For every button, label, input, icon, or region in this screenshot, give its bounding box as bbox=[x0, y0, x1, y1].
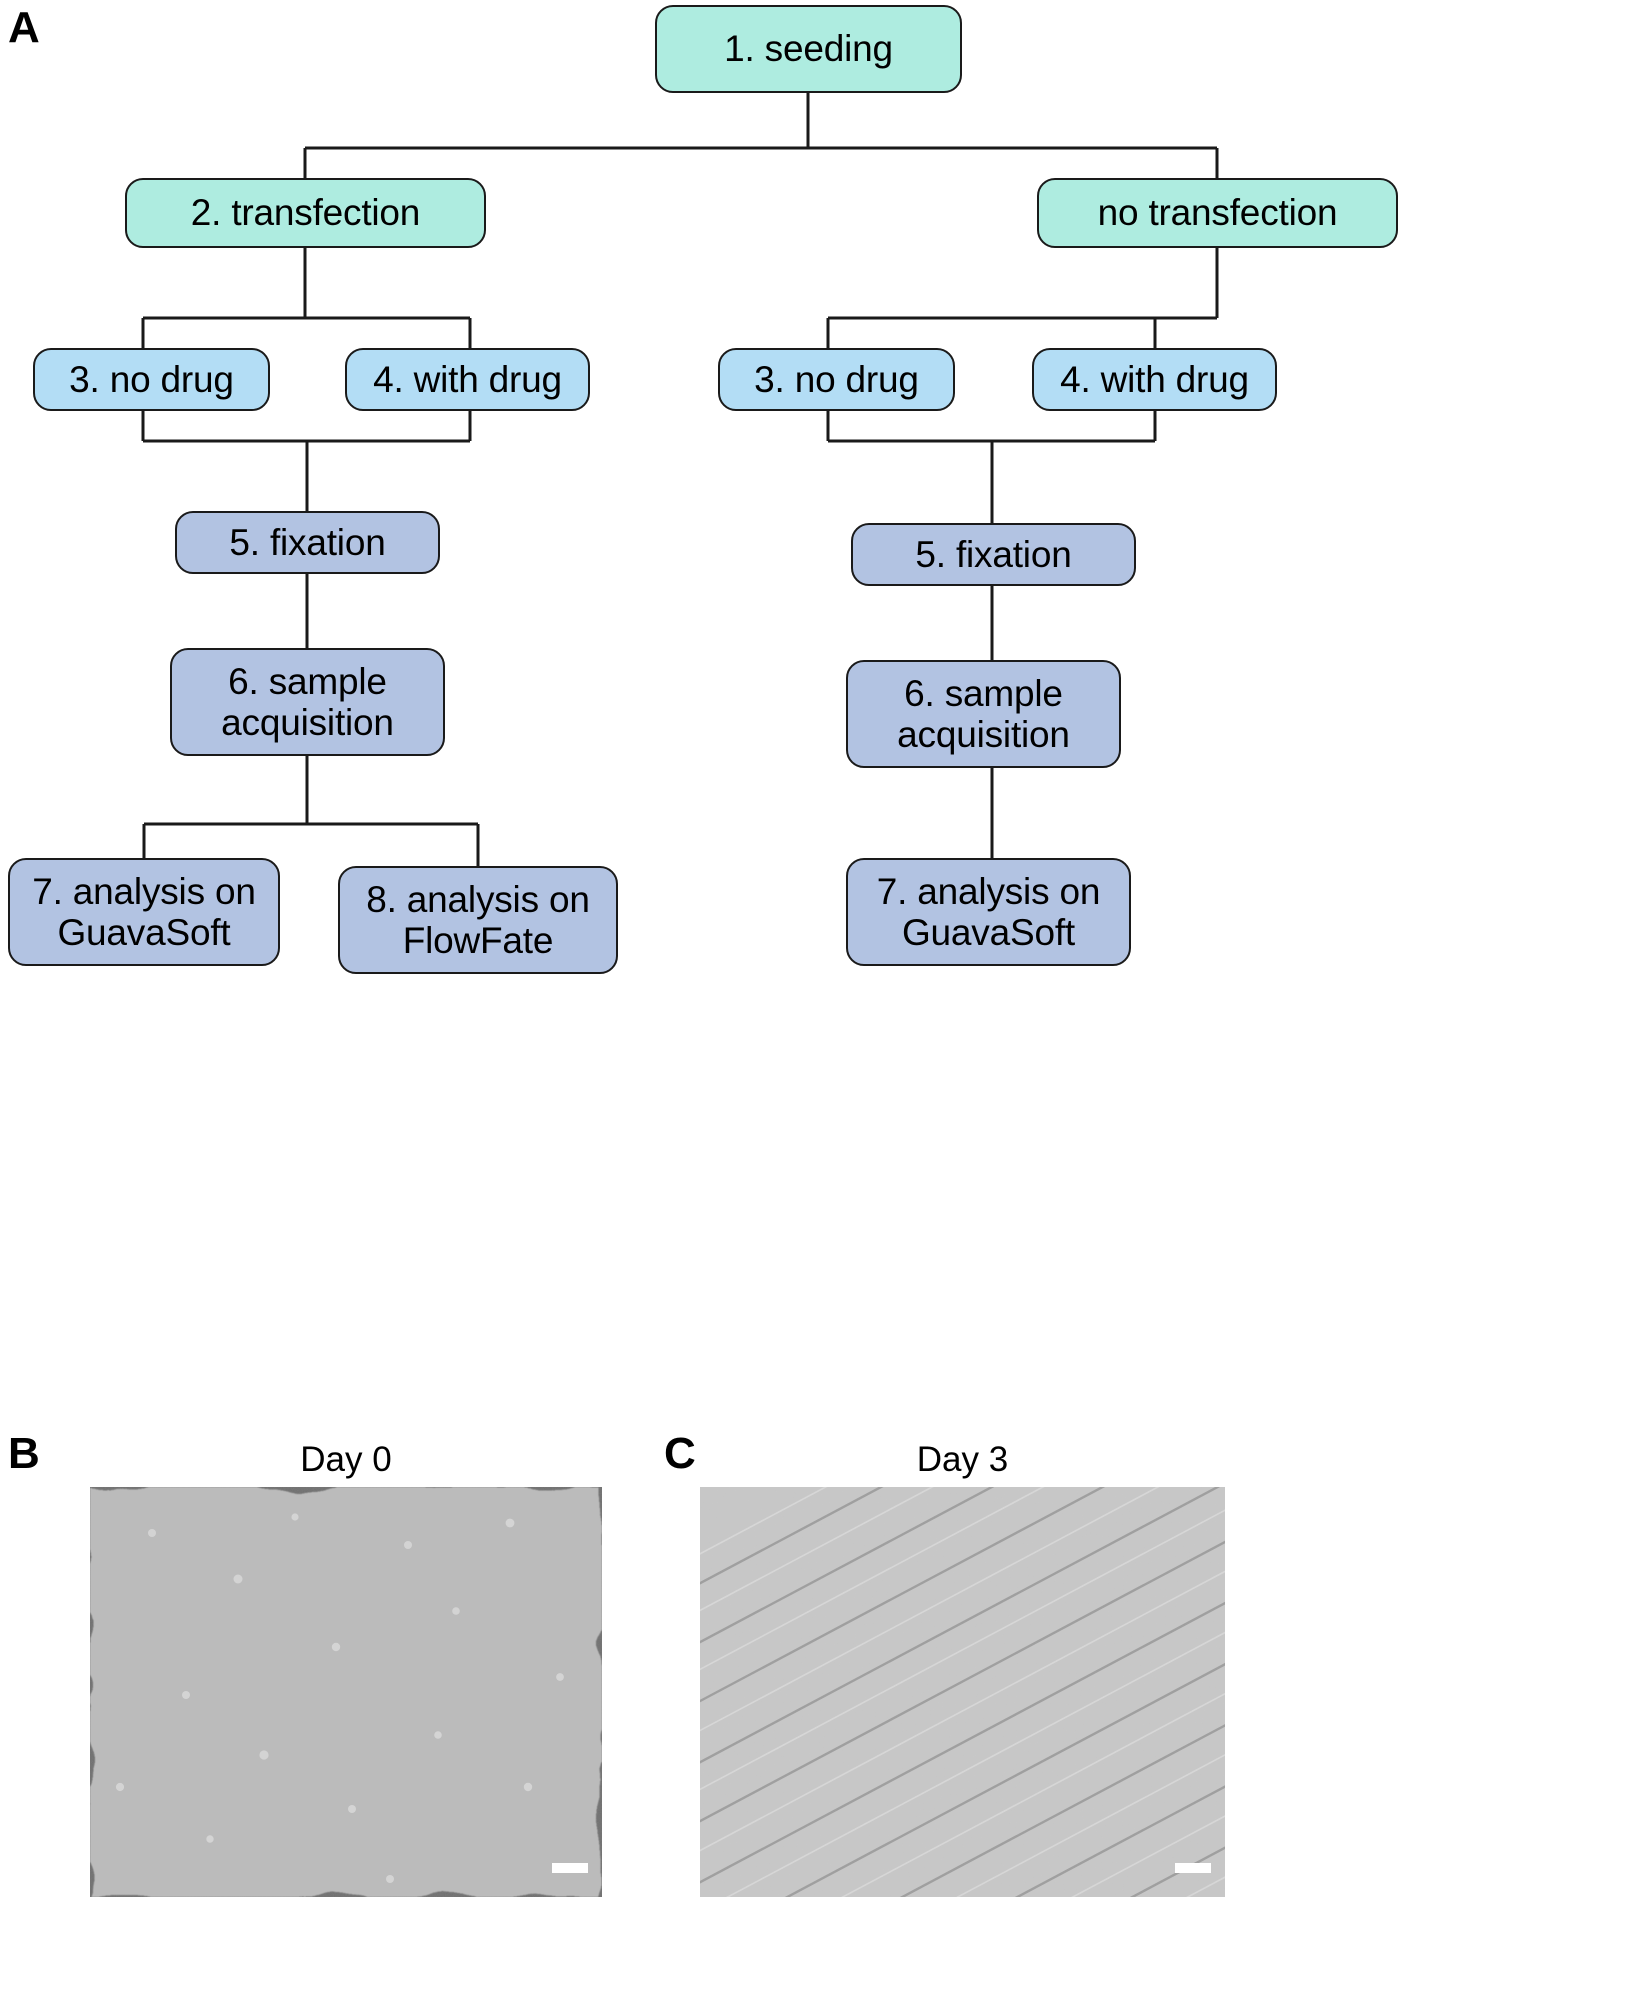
node-seeding[interactable]: 1. seeding bbox=[655, 5, 962, 93]
micrograph-c-image bbox=[700, 1487, 1225, 1897]
node-no-transfection[interactable]: no transfection bbox=[1037, 178, 1398, 248]
node-left-flowfate[interactable]: 8. analysis on FlowFate bbox=[338, 866, 618, 974]
panel-letter-a: A bbox=[8, 3, 40, 52]
node-transfection[interactable]: 2. transfection bbox=[125, 178, 486, 248]
panel-letter-c: C bbox=[664, 1429, 696, 1478]
node-left-no-drug[interactable]: 3. no drug bbox=[33, 348, 270, 411]
micrograph-c-title: Day 3 bbox=[916, 1440, 1009, 1479]
scale-bar-c bbox=[1175, 1863, 1211, 1873]
panel-a-flowchart: A bbox=[8, 3, 1398, 974]
micrograph-b-title: Day 0 bbox=[300, 1440, 392, 1479]
node-left-acquisition[interactable]: 6. sample acquisition bbox=[170, 648, 445, 756]
micrograph-b-image bbox=[90, 1487, 602, 1897]
node-right-acquisition[interactable]: 6. sample acquisition bbox=[846, 660, 1121, 768]
panel-letter-b: B bbox=[8, 1429, 40, 1478]
flowchart-connectors bbox=[141, 93, 1219, 866]
node-right-with-drug[interactable]: 4. with drug bbox=[1032, 348, 1277, 411]
node-right-fixation[interactable]: 5. fixation bbox=[851, 523, 1136, 586]
node-right-guavasoft[interactable]: 7. analysis on GuavaSoft bbox=[846, 858, 1131, 966]
node-left-with-drug[interactable]: 4. with drug bbox=[345, 348, 590, 411]
scale-bar-b bbox=[552, 1863, 588, 1873]
node-left-guavasoft[interactable]: 7. analysis on GuavaSoft bbox=[8, 858, 280, 966]
node-right-no-drug[interactable]: 3. no drug bbox=[718, 348, 955, 411]
node-left-fixation[interactable]: 5. fixation bbox=[175, 511, 440, 574]
